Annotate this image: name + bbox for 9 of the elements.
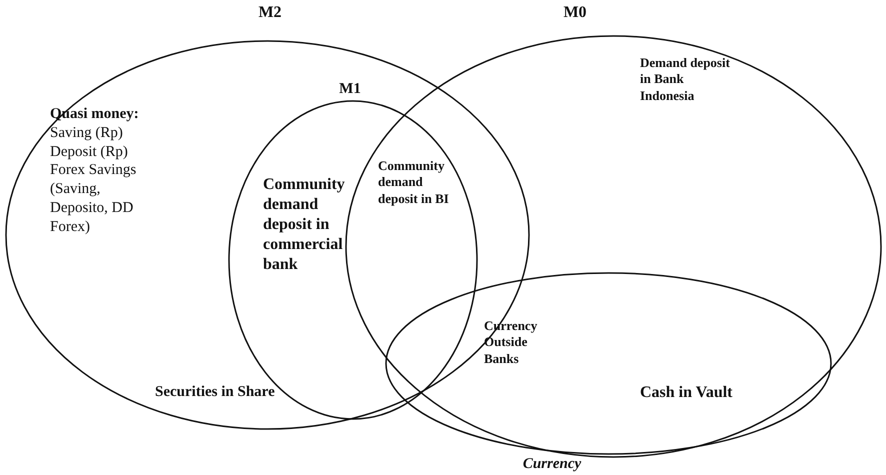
region-label: Community demand deposit in commercial bank: [263, 175, 346, 275]
set-name: Currency: [522, 455, 582, 474]
region-label: Demand deposit in Bank Indonesia: [640, 55, 731, 104]
set-name: M2: [257, 3, 283, 23]
region-label: Community demand deposit in BI: [378, 158, 450, 207]
region-label: Securities in Share: [155, 383, 275, 402]
set-name: M0: [562, 3, 588, 23]
region-label: Cash in Vault: [640, 383, 734, 403]
set-name: M1: [338, 80, 362, 99]
